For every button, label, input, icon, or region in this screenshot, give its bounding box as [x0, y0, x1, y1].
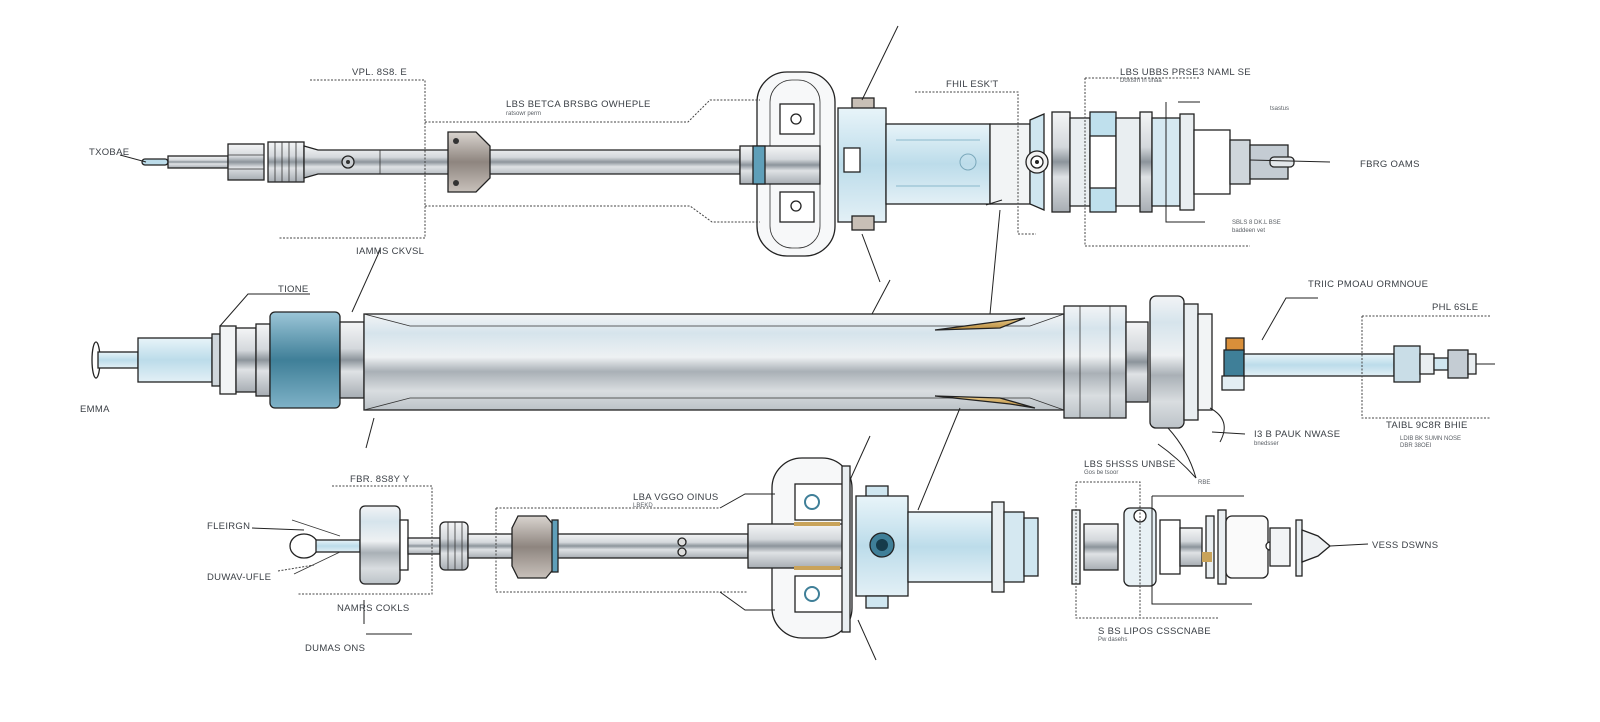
label-bot-valve: LBA VGGO OINUS — [633, 492, 719, 503]
label-bot-tip-upper: FLEIRGN — [207, 521, 250, 532]
bot-tip — [289, 519, 361, 575]
sublabel-mid-flange-lower: bnedsser — [1254, 441, 1279, 447]
top-needle-tip — [141, 155, 229, 169]
bot-valve-housing — [747, 457, 853, 639]
sublabel-bot-valve: LBEKD — [633, 503, 653, 509]
label-top-end: FBRG OAMS — [1360, 159, 1420, 170]
label-top-rear-lower: SBLS 8 DK.L BSE — [1232, 220, 1281, 226]
mid-flange — [1149, 295, 1245, 429]
bot-block — [855, 485, 909, 609]
label-top-body-lower: IAMMS CKVSL — [356, 246, 424, 257]
label-top-seat: FHIL ESK'T — [946, 79, 999, 90]
sublabel-top-rear-upper: Doxisrh in unaa — [1120, 78, 1162, 84]
label-bot-base: DUMAS ONS — [305, 643, 365, 654]
mid-callouts — [219, 249, 1490, 479]
mid-front-collars — [211, 311, 365, 409]
mid-tip — [91, 337, 213, 383]
top-clamp-block — [447, 131, 491, 193]
top-valve-housing — [739, 71, 836, 257]
top-collar — [837, 97, 887, 231]
label-bot-rear-lower: S BS LIPOS CSSCNABE — [1098, 626, 1211, 637]
bottom-assembly — [251, 407, 1369, 661]
label-bot-end: VESS DSWNS — [1372, 540, 1438, 551]
sublabel-bot-rear-lower: Pw dasehs — [1098, 637, 1127, 643]
label-top-body-upper: LBS BETCA BRSBG OWHEPLE — [506, 99, 651, 110]
sublabel-mid-rod-note: DBR 38OEI — [1400, 443, 1432, 449]
bot-rear-coupling — [1071, 507, 1369, 587]
label-mid-flange-lower: I3 B PAUK NWASE — [1254, 429, 1340, 440]
bot-front-ring — [359, 505, 441, 585]
label-top-rear-small: tsastus — [1270, 106, 1289, 112]
bot-callouts — [251, 407, 1252, 661]
top-rear-coupling — [1025, 111, 1295, 213]
label-bot-body: NAMRS COKLS — [337, 603, 409, 614]
label-bot-rear-note: RBE — [1198, 480, 1210, 486]
label-mid-rod-note: LDIB BK SUMN NOSE — [1400, 436, 1461, 442]
mid-main-cylinder — [363, 305, 1149, 419]
label-top-valve: VPL. 8S8. E — [352, 67, 407, 78]
top-thread — [267, 141, 305, 183]
bot-thread-nut — [439, 521, 469, 571]
label-mid-tip: EMMA — [80, 404, 110, 415]
bot-glass-chamber — [907, 501, 1039, 593]
labels: TXOBAE VPL. 8S8. E LBS BETCA BRSBG OWHEP… — [80, 67, 1478, 654]
label-mid-flange: TRIIC PMOAU ORMNOUE — [1308, 279, 1428, 290]
top-rod — [303, 145, 741, 179]
sublabel-top-rear-lower: baddeen vet — [1232, 228, 1265, 234]
sublabel-top-body-upper: ratsowr perm — [506, 111, 541, 117]
label-top-rear-upper: LBS UBBS PRSE3 NAML SE — [1120, 67, 1251, 78]
top-assembly — [119, 25, 1331, 367]
label-mid-rod-lower: TAIBL 9C8R BHIE — [1386, 420, 1468, 431]
label-mid-rod: PHL 6SLE — [1432, 302, 1478, 313]
top-hex-nut — [227, 143, 265, 181]
label-bot-tip-lower: DUWAV-UFLE — [207, 572, 271, 583]
top-glass-chamber — [885, 123, 1031, 205]
label-mid-tone: TIONE — [278, 284, 309, 295]
top-callouts — [119, 25, 1331, 367]
label-bot-rear-upper: LBS 5HSSS UNBSE — [1084, 459, 1176, 470]
label-bot-seat: FBR. 8S8Y Y — [350, 474, 410, 485]
bot-rod — [467, 515, 749, 579]
middle-assembly — [91, 249, 1495, 479]
mid-rear-rod — [1243, 345, 1495, 383]
sublabel-bot-rear-upper: Gos be tsoor — [1084, 470, 1118, 476]
label-top-tip: TXOBAE — [89, 147, 129, 158]
